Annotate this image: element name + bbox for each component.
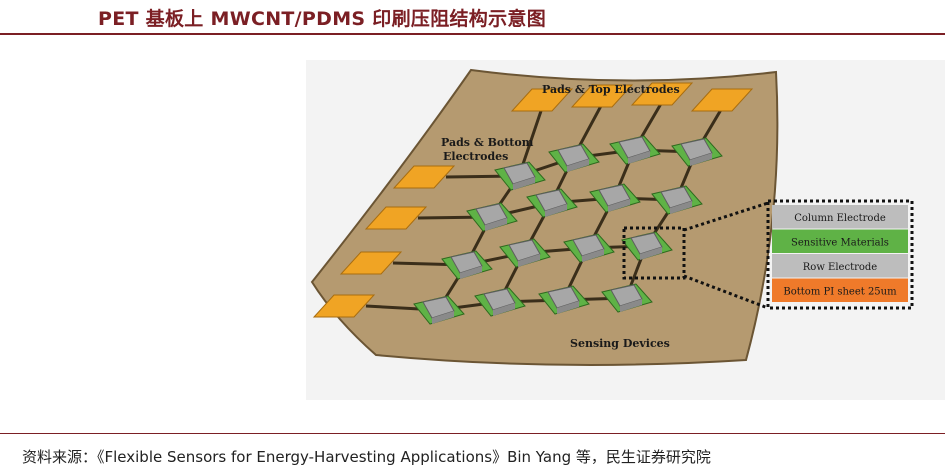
electrode-pad	[630, 82, 694, 106]
sensing-devices	[413, 135, 723, 325]
source-note: 资料来源：《Flexible Sensors for Energy-Harves…	[22, 448, 711, 466]
layer-2	[772, 229, 908, 253]
layer-label: Row Electrode	[803, 262, 878, 273]
title-divider	[0, 33, 945, 35]
electrode-pad	[312, 294, 376, 318]
electrode-pad	[339, 251, 403, 275]
electrode-pad	[570, 84, 634, 108]
layer-label: Bottom PI sheet 25um	[783, 286, 897, 297]
callout-line-bottom	[683, 274, 769, 310]
sensing-device	[474, 287, 526, 317]
electrode-pad	[690, 88, 754, 112]
sensing-device	[609, 135, 661, 165]
sensing-device	[494, 161, 546, 191]
source-divider	[0, 433, 945, 434]
sensing-device	[563, 233, 615, 263]
electrode-pad	[510, 88, 574, 112]
sensing-device	[441, 250, 493, 280]
sensing-device	[466, 202, 518, 232]
sensing-device	[671, 137, 723, 167]
layer-stack-frame	[766, 199, 914, 310]
electrode-pad	[392, 165, 456, 189]
layer-4	[772, 278, 908, 302]
page-title: PET 基板上 MWCNT/PDMS 印刷压阻结构示意图	[98, 8, 547, 30]
sensing-device	[413, 295, 465, 325]
sensing-device	[621, 231, 673, 261]
layer-1	[772, 205, 908, 229]
sensing-device	[538, 285, 590, 315]
highlight-box	[622, 226, 686, 280]
electrode-pad	[364, 206, 428, 230]
layer-label: Sensitive Materials	[791, 237, 889, 248]
label-pads-bottom-line1: Pads & Bottom	[441, 136, 534, 149]
label-pads-bottom-line2: Electrodes	[443, 150, 508, 163]
sensing-device	[499, 238, 551, 268]
sensing-device	[601, 283, 653, 313]
callout-line-top	[683, 201, 769, 232]
layer-label: Column Electrode	[794, 213, 886, 224]
label-pads-top: Pads & Top Electrodes	[542, 83, 680, 96]
electrode-pads	[312, 82, 754, 318]
sensing-device	[526, 188, 578, 218]
sensing-device	[589, 183, 641, 213]
sensing-device	[651, 185, 703, 215]
label-sensing-devices: Sensing Devices	[570, 337, 670, 350]
layer-3	[772, 254, 908, 278]
sensing-device	[548, 143, 600, 173]
